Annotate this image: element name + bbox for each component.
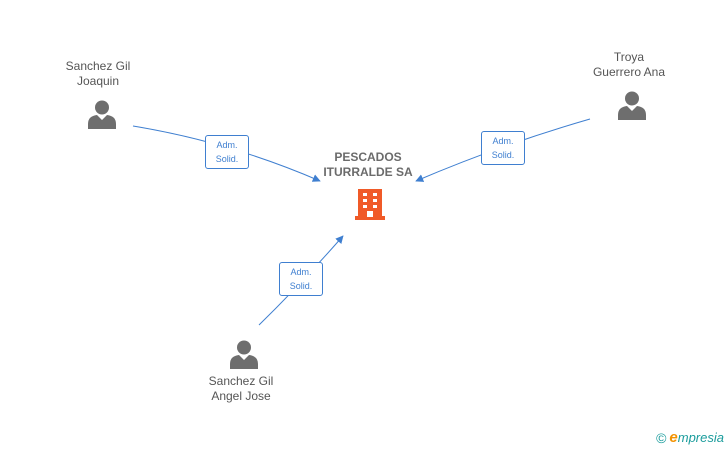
company-name[interactable]: PESCADOS ITURRALDE SA [303, 150, 433, 180]
person-icon[interactable] [87, 99, 117, 129]
person-name-line1: Sanchez Gil [65, 59, 131, 73]
person-icon[interactable] [229, 339, 259, 369]
relation-line2: Solid. [289, 281, 313, 291]
building-icon[interactable] [354, 187, 386, 221]
company-name-line2: ITURRALDE SA [323, 165, 413, 179]
relation-box-ana[interactable]: Adm. Solid. [481, 131, 525, 165]
relation-line2: Solid. [491, 150, 515, 160]
person-icon[interactable] [617, 90, 647, 120]
company-name-line1: PESCADOS [334, 150, 402, 164]
person-label-ana[interactable]: Troya Guerrero Ana [569, 50, 689, 80]
relation-line1: Adm. [290, 267, 312, 277]
person-name-line1: Sanchez Gil [208, 374, 274, 388]
relation-line2: Solid. [215, 154, 239, 164]
person-label-angel[interactable]: Sanchez Gil Angel Jose [181, 374, 301, 404]
person-name-line2: Angel Jose [211, 389, 271, 403]
relation-line1: Adm. [216, 140, 238, 150]
relation-box-joaquin[interactable]: Adm. Solid. [205, 135, 249, 169]
brand-logo[interactable]: © empresia [656, 429, 724, 446]
relation-box-angel[interactable]: Adm. Solid. [279, 262, 323, 296]
person-label-joaquin[interactable]: Sanchez Gil Joaquin [38, 59, 158, 89]
relation-line1: Adm. [492, 136, 514, 146]
brand-e-letter: e [669, 429, 678, 446]
person-name-line1: Troya [613, 50, 645, 64]
copyright-symbol: © [656, 429, 667, 446]
person-name-line2: Guerrero Ana [592, 65, 666, 79]
brand-name-rest: mpresia [677, 430, 724, 445]
person-name-line2: Joaquin [76, 74, 120, 88]
